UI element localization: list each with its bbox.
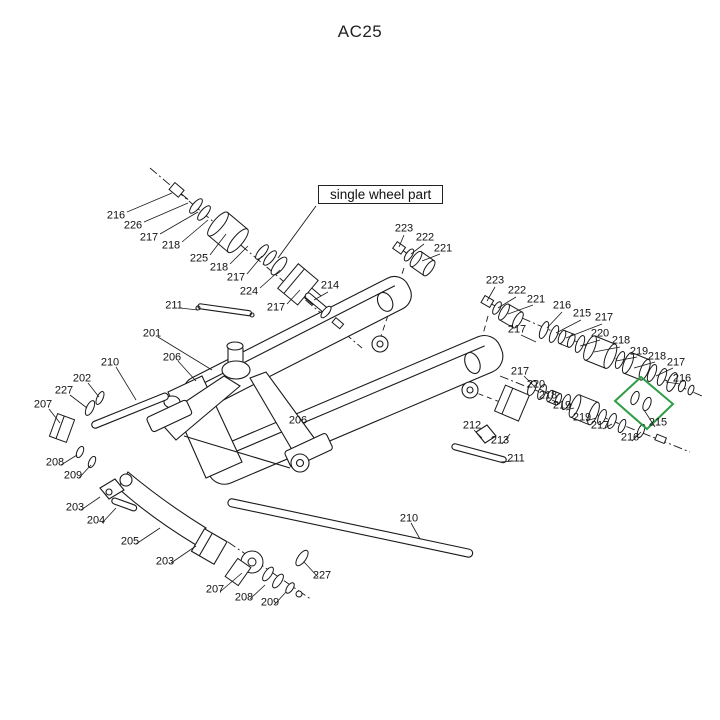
exploded-assembly-top-left <box>168 181 345 330</box>
figure-title: AC25 <box>337 22 383 41</box>
part-number-label: 203 <box>65 501 85 514</box>
part-number-label: 203 <box>155 555 175 568</box>
part-number-label: 220 <box>590 327 610 340</box>
part-number-label: 219 <box>629 345 649 358</box>
part-number-label: 218 <box>611 334 631 347</box>
part-number-label: 210 <box>399 512 419 525</box>
bolt-set-top-middle <box>392 241 436 277</box>
bracket-212 <box>475 424 497 444</box>
part-number-label: 223 <box>394 222 414 235</box>
part-number-label: 224 <box>239 285 259 298</box>
wheel-bracket-224 <box>277 263 322 306</box>
part-number-label: 217 <box>507 323 527 336</box>
part-number-label: 207 <box>205 583 225 596</box>
part-number-label: 217 <box>266 301 286 314</box>
support-a-frame <box>146 341 333 469</box>
part-number-label: 212 <box>462 419 482 432</box>
pallet-truck-frame <box>91 275 507 566</box>
part-number-label: 222 <box>507 284 527 297</box>
roller-219-lower <box>568 394 600 426</box>
part-number-label: 206 <box>288 414 308 427</box>
part-number-label: 227 <box>312 569 332 582</box>
part-number-label: 216 <box>672 372 692 385</box>
exploded-assembly-right-lower <box>493 379 668 445</box>
wheel-fork-203-bottom <box>190 527 228 566</box>
steer-wheel <box>290 453 310 473</box>
part-number-label: 202 <box>72 372 92 385</box>
part-number-label: 214 <box>320 279 340 292</box>
single-wheel-part-callout: single wheel part <box>318 185 444 204</box>
part-number-label: 211 <box>165 299 183 312</box>
part-number-label: 220 <box>526 378 546 391</box>
part-number-label: 209 <box>260 596 280 609</box>
part-number-label: 221 <box>526 293 546 306</box>
wheel-fork-207-left <box>48 413 76 443</box>
part-number-label: 204 <box>86 514 106 527</box>
part-number-label: 217 <box>139 231 159 244</box>
roller-225 <box>207 211 249 254</box>
bracket-203-left <box>99 478 125 500</box>
part-number-label: 206 <box>162 351 182 364</box>
part-number-label: 205 <box>120 535 140 548</box>
part-number-label: 208 <box>45 456 65 469</box>
part-number-label: 210 <box>100 356 120 369</box>
part-number-label: 226 <box>123 219 143 232</box>
fork-tip-wheel-lower <box>461 381 479 399</box>
part-number-label: 217 <box>510 365 530 378</box>
bottom-wheel-assembly <box>224 549 309 598</box>
part-number-label: 209 <box>63 469 83 482</box>
part-number-label: 217 <box>226 271 246 284</box>
pull-rod-210-bottom <box>227 498 474 558</box>
part-number-label: 215 <box>572 307 592 320</box>
part-number-label: 217 <box>666 356 686 369</box>
part-number-label: 216 <box>106 209 126 222</box>
left-hardware-group <box>48 391 105 469</box>
bearing-217 <box>270 256 288 276</box>
part-number-label: 208 <box>234 591 254 604</box>
part-number-label: 213 <box>490 434 510 447</box>
part-number-label: 222 <box>415 231 435 244</box>
part-number-label: 217 <box>590 419 610 432</box>
washer-215-a <box>630 390 640 406</box>
part-number-label: 201 <box>142 327 162 340</box>
part-number-label: 218 <box>538 389 558 402</box>
link-rod-211-right <box>451 443 507 464</box>
part-number-label: 207 <box>33 398 53 411</box>
part-number-label: 216 <box>620 431 640 444</box>
part-number-label: 219 <box>552 399 572 412</box>
pull-rod-210-left <box>91 392 169 429</box>
washer-227-bottom <box>295 549 309 567</box>
part-number-label: 219 <box>572 411 592 424</box>
part-number-label: 227 <box>54 384 74 397</box>
pin-204 <box>111 497 138 512</box>
part-number-label: 217 <box>594 311 614 324</box>
part-number-label: 211 <box>507 452 525 465</box>
part-number-label: 216 <box>552 299 572 312</box>
wheel-fork-207-bottom <box>224 557 252 587</box>
leader-lines <box>48 192 681 605</box>
fork-tip-wheel-upper <box>371 335 389 353</box>
part-number-label: 218 <box>209 261 229 274</box>
wheel-bracket-213 <box>493 384 531 422</box>
part-number-label: 218 <box>161 239 181 252</box>
part-number-label: 225 <box>189 252 209 265</box>
bolt-set-right <box>480 294 524 329</box>
part-number-label: 223 <box>485 274 505 287</box>
highlight-box-215 <box>613 375 675 431</box>
part-number-label: 215 <box>648 416 668 429</box>
part-number-label: 221 <box>433 242 453 255</box>
part-number-label: 218 <box>647 350 667 363</box>
